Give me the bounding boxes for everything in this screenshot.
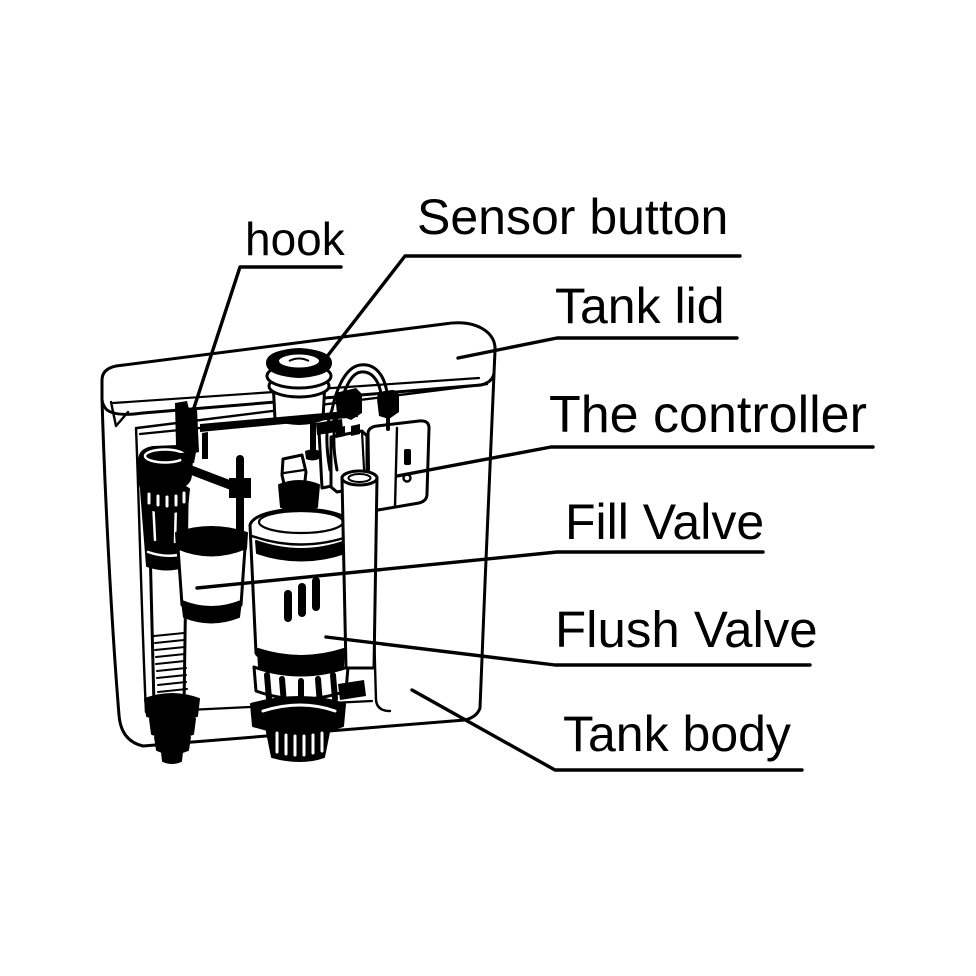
- label-hook: hook: [245, 213, 346, 265]
- flush-valve-slot-3: [312, 577, 320, 611]
- flush-valve-cage-bars: [264, 672, 338, 709]
- flush-valve-head-flange: [278, 480, 320, 512]
- leader-sensor-button: [320, 254, 742, 365]
- leader-hook: [188, 265, 343, 422]
- sensor-face-mark: [288, 357, 310, 362]
- flush-valve-skirt-highlight: [261, 703, 337, 713]
- flush-valve-flange-lip: [250, 534, 352, 546]
- antenna-plug: [377, 390, 399, 419]
- sensor-face: [277, 352, 321, 370]
- float-cup-body: [176, 546, 247, 613]
- label-tank-body: Tank body: [563, 706, 791, 762]
- leader-tank-lid: [456, 336, 739, 360]
- fill-valve-cap-vents: [147, 491, 186, 508]
- leader-fill-valve: [195, 550, 765, 590]
- rod-pin-right: [310, 423, 316, 452]
- fill-valve-arm: [178, 462, 243, 493]
- rod-pin-left: [202, 432, 208, 459]
- label-sensor-button: Sensor button: [417, 189, 728, 245]
- cable-outer: [325, 363, 390, 472]
- flush-valve-outlet-ribs: [275, 731, 324, 757]
- leader-controller: [395, 445, 875, 478]
- label-flush-valve: Flush Valve: [555, 601, 818, 658]
- labels: hook Sensor button Tank lid The controll…: [245, 189, 867, 762]
- flush-valve-slot-1: [284, 590, 292, 622]
- callout-lines: [188, 254, 875, 772]
- relay-box-terminal-1: [336, 426, 345, 438]
- tank-front-wall-inner: [134, 426, 148, 714]
- fill-valve-drawing: [138, 445, 251, 764]
- flush-valve-actuator-line: [282, 468, 306, 475]
- label-tank-lid: Tank lid: [555, 278, 725, 334]
- leader-flush-valve: [324, 635, 812, 667]
- label-fill-valve: Fill Valve: [565, 494, 764, 550]
- tank-inner-wall: [372, 628, 392, 713]
- fill-valve-cap: [138, 445, 193, 513]
- relay-box-terminal-2: [351, 424, 360, 436]
- fill-valve-threads: [153, 632, 188, 700]
- tank-rim-notch: [109, 400, 130, 428]
- flush-valve-base-bracket: [338, 680, 366, 700]
- hook-foot: [180, 452, 196, 464]
- controller-slot: [404, 449, 411, 465]
- leader-tank-body: [410, 688, 804, 772]
- actuator-rod: [200, 410, 358, 432]
- overflow-tube-mouth: [347, 473, 372, 483]
- cable-inner: [332, 370, 384, 472]
- label-controller: The controller: [549, 386, 867, 444]
- sensor-button-drawing: [265, 347, 333, 425]
- fill-valve-shank-nut: [161, 749, 183, 764]
- flush-valve-drawing: [248, 419, 366, 762]
- float-cup-bottom-band: [181, 600, 242, 624]
- flush-valve-slot-2: [298, 583, 306, 617]
- controller-box-edge: [393, 426, 399, 509]
- rod-pin-right-foot: [305, 449, 320, 461]
